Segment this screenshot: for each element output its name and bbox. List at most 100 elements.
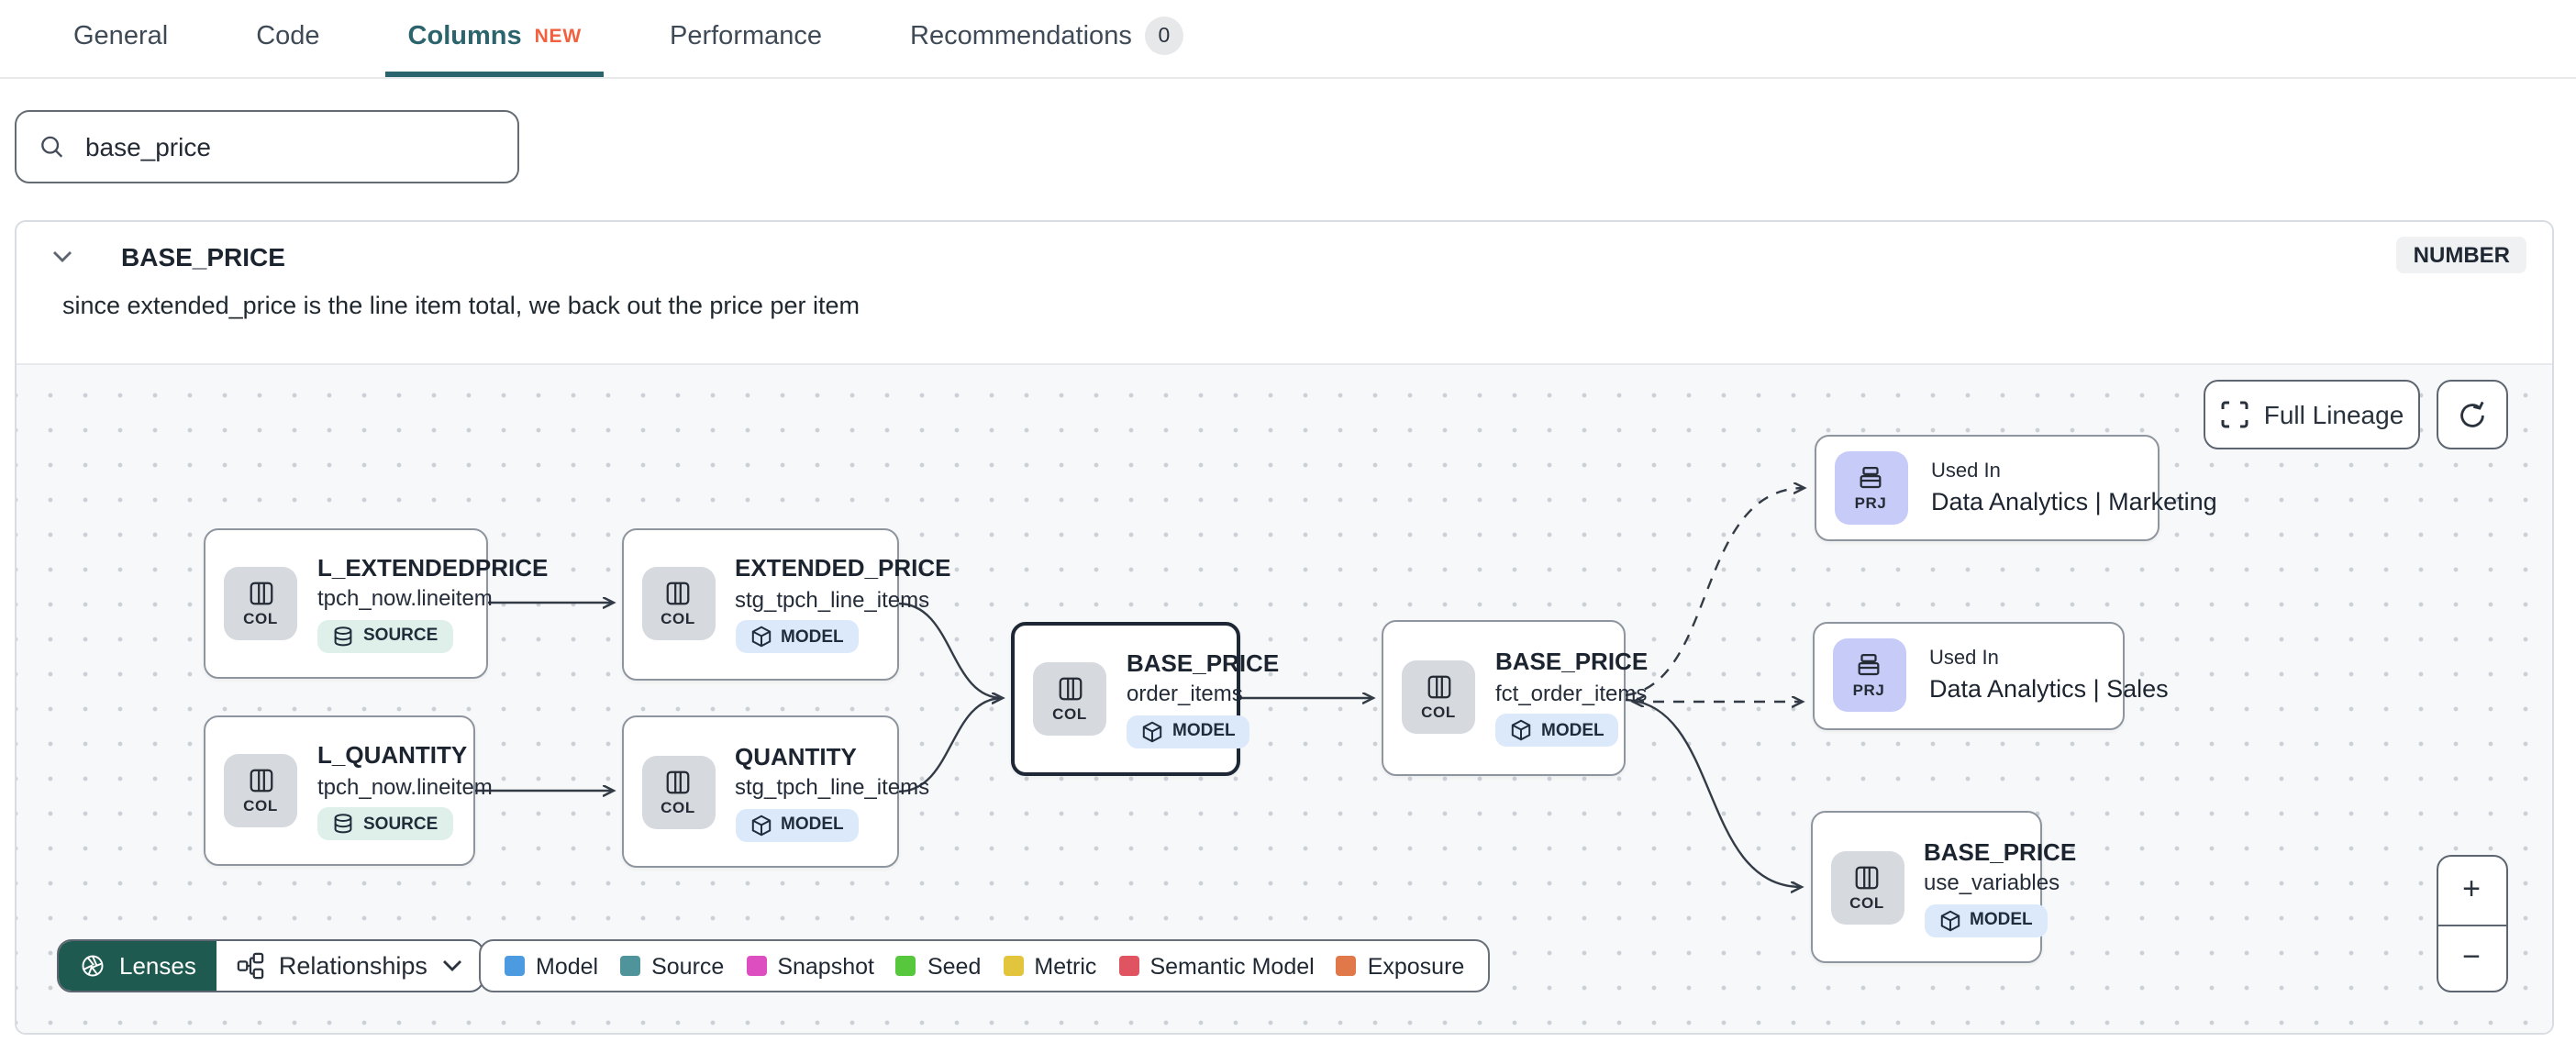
full-lineage-button[interactable]: Full Lineage (2204, 380, 2420, 449)
column-type-badge: NUMBER (2396, 237, 2526, 273)
collapse-chevron-icon[interactable] (51, 249, 73, 264)
resource-type-badge: MODEL (1924, 903, 2048, 937)
columns-icon (249, 581, 272, 604)
project-icon (1860, 467, 1882, 489)
used-in-label: Used In (1929, 648, 1999, 671)
node-title: BASE_PRICE (1495, 648, 1649, 675)
chevron-down-icon (442, 960, 461, 971)
search-input[interactable] (81, 130, 495, 163)
zoom-out-button[interactable]: − (2437, 924, 2505, 991)
cube-icon (1511, 719, 1531, 741)
lineage-legend: Model Source Snapshot Seed Metric Semant… (479, 939, 1491, 992)
project-kind-icon: PRJ (1834, 451, 1907, 525)
lineage-node-base-price-order-items[interactable]: COL BASE_PRICE order_items MODEL (1011, 621, 1279, 775)
refresh-button[interactable] (2436, 380, 2507, 449)
edge-fct-to-marketing (1625, 488, 1804, 697)
project-name: Data Analytics | Marketing (1931, 487, 2217, 515)
hierarchy-icon (237, 952, 264, 980)
lineage-node-used-in-sales[interactable]: PRJ Used In Data Analytics | Sales (1812, 621, 2169, 729)
node-title: EXTENDED_PRICE (735, 554, 951, 582)
cube-icon (1142, 720, 1162, 742)
lineage-node-extended-price[interactable]: COL EXTENDED_PRICE stg_tpch_line_items M… (621, 527, 951, 680)
legend-swatch (1003, 956, 1024, 976)
recommendations-count-badge: 0 (1144, 17, 1183, 55)
node-title: BASE_PRICE (1924, 837, 2077, 865)
lineage-node-base-price-fct-order-items[interactable]: COL BASE_PRICE fct_order_items MODEL (1382, 619, 1648, 775)
column-kind-icon: COL (1830, 850, 1904, 924)
tab-bar: General Code Columns NEW Performance Rec… (0, 0, 2576, 79)
zoom-in-button[interactable]: + (2462, 871, 2481, 907)
zoom-controls: + − (2436, 855, 2507, 992)
node-subtitle: use_variables (1924, 870, 2060, 895)
column-kind-icon: COL (641, 567, 715, 640)
legend-item-model: Model (505, 953, 598, 979)
lineage-node-l-extendedprice[interactable]: COL L_EXTENDEDPRICE tpch_now.lineitem SO… (204, 527, 548, 678)
lenses-toolbar: Lenses Relationships (57, 939, 484, 992)
columns-icon (1058, 676, 1082, 700)
column-kind-icon: COL (224, 754, 297, 827)
node-title: L_EXTENDEDPRICE (317, 553, 549, 581)
tab-recommendations[interactable]: Recommendations 0 (888, 0, 1205, 77)
lineage-canvas[interactable]: Full Lineage COL L_EXTENDEDPRICE tpch_no… (17, 363, 2552, 1033)
resource-type-badge: MODEL (1127, 715, 1250, 748)
columns-icon (249, 769, 272, 793)
columns-icon (666, 770, 690, 793)
tab-columns[interactable]: Columns NEW (385, 0, 604, 77)
node-subtitle: tpch_now.lineitem (317, 585, 493, 611)
database-icon (334, 626, 352, 646)
project-icon (1858, 654, 1880, 676)
legend-item-metric: Metric (1003, 953, 1096, 979)
legend-swatch (505, 956, 525, 976)
lineage-node-l-quantity[interactable]: COL L_QUANTITY tpch_now.lineitem SOURCE (204, 715, 493, 866)
cube-icon (1939, 909, 1960, 931)
columns-icon (1855, 865, 1879, 889)
legend-swatch (1118, 956, 1139, 976)
resource-type-badge: MODEL (735, 620, 859, 653)
legend-item-semantic-model: Semantic Model (1118, 953, 1315, 979)
column-kind-icon: COL (641, 755, 715, 828)
legend-swatch (895, 956, 916, 976)
column-search (15, 110, 519, 183)
column-name: BASE_PRICE (121, 242, 285, 272)
node-subtitle: stg_tpch_line_items (735, 774, 930, 800)
legend-item-snapshot: Snapshot (746, 953, 874, 979)
legend-swatch (746, 956, 767, 976)
column-description: since extended_price is the line item to… (62, 292, 860, 319)
edge-fct-to-usevariables (1625, 698, 1802, 887)
node-subtitle: order_items (1127, 681, 1243, 706)
relationships-dropdown[interactable]: Relationships (217, 941, 483, 991)
lineage-node-used-in-marketing[interactable]: PRJ Used In Data Analytics | Marketing (1814, 435, 2217, 541)
tab-performance[interactable]: Performance (670, 21, 823, 50)
cube-icon (750, 626, 771, 648)
lineage-node-quantity[interactable]: COL QUANTITY stg_tpch_line_items MODEL (621, 715, 929, 868)
used-in-label: Used In (1931, 460, 2001, 483)
node-subtitle: fct_order_items (1495, 680, 1648, 705)
database-icon (334, 814, 352, 834)
expand-icon (2221, 401, 2248, 428)
columns-icon (1427, 675, 1450, 699)
column-kind-icon: COL (1033, 661, 1106, 735)
node-title: L_QUANTITY (317, 741, 468, 769)
refresh-icon (2459, 400, 2483, 427)
column-kind-icon: COL (224, 566, 297, 639)
legend-item-seed: Seed (895, 953, 981, 979)
legend-swatch (620, 956, 641, 976)
node-subtitle: stg_tpch_line_items (735, 586, 930, 612)
new-badge: NEW (534, 25, 582, 47)
lineage-node-base-price-use-variables[interactable]: COL BASE_PRICE use_variables MODEL (1810, 811, 2076, 963)
column-card-header: BASE_PRICE NUMBER since extended_price i… (17, 222, 2552, 363)
legend-item-exposure: Exposure (1336, 953, 1464, 979)
node-title: QUANTITY (735, 742, 857, 770)
columns-icon (666, 582, 690, 605)
tab-code[interactable]: Code (256, 21, 320, 50)
column-kind-icon: COL (1402, 660, 1475, 734)
legend-swatch (1336, 956, 1357, 976)
tab-general[interactable]: General (73, 21, 169, 50)
resource-type-badge: SOURCE (317, 619, 453, 652)
lenses-button[interactable]: Lenses (59, 941, 217, 991)
resource-type-badge: MODEL (1495, 714, 1619, 747)
node-title: BASE_PRICE (1127, 648, 1280, 676)
column-card: BASE_PRICE NUMBER since extended_price i… (15, 220, 2554, 1035)
resource-type-badge: SOURCE (317, 807, 453, 840)
legend-item-source: Source (620, 953, 724, 979)
